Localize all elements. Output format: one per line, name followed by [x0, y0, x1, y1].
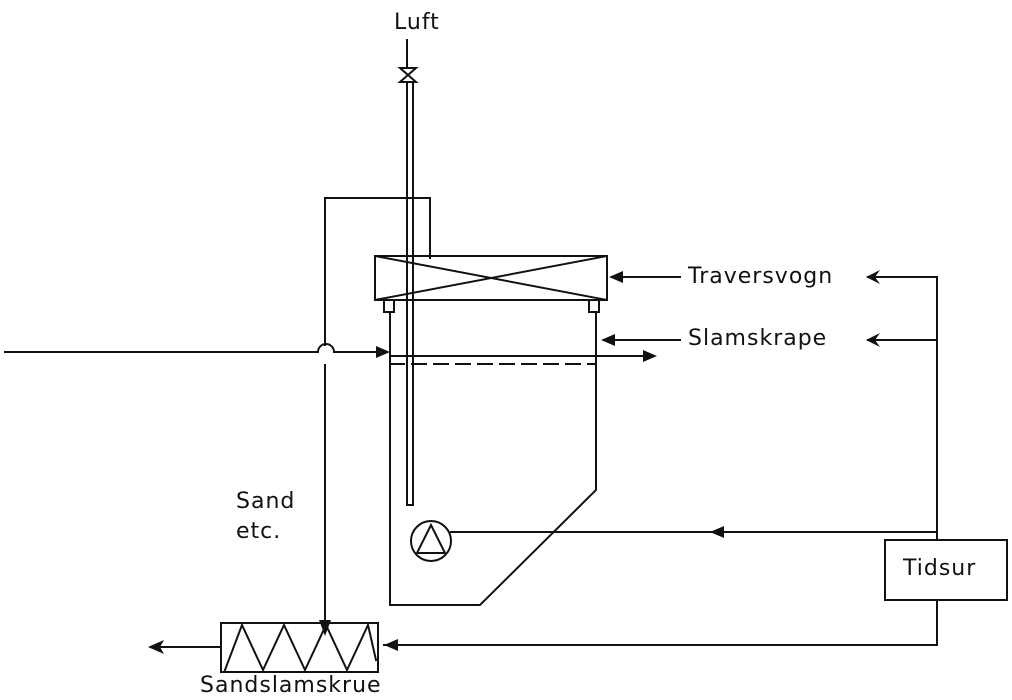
inlet-line	[4, 343, 390, 358]
carriage-label: Traversvogn	[688, 264, 834, 289]
inlet-wall	[324, 197, 431, 593]
scraper-label: Slamskrape	[688, 326, 828, 351]
grit-tank	[389, 311, 597, 606]
air-label: Luft	[394, 10, 440, 35]
sand-label: Sand etc.	[236, 487, 295, 547]
valve-icon	[397, 67, 419, 83]
screw-label: Sandslamskrue	[200, 673, 382, 698]
pump-icon	[410, 520, 938, 562]
outlet-arrow	[389, 350, 657, 362]
travelling-carriage	[373, 254, 609, 313]
control-lines	[383, 270, 938, 651]
sand-label-line1: Sand	[236, 489, 296, 514]
label-arrows	[601, 271, 681, 346]
timer-box	[884, 539, 1008, 601]
screw-conveyor	[148, 621, 379, 673]
timer-label: Tidsur	[903, 556, 977, 581]
air-pipe	[406, 39, 414, 506]
sand-label-line2: etc.	[236, 519, 282, 544]
